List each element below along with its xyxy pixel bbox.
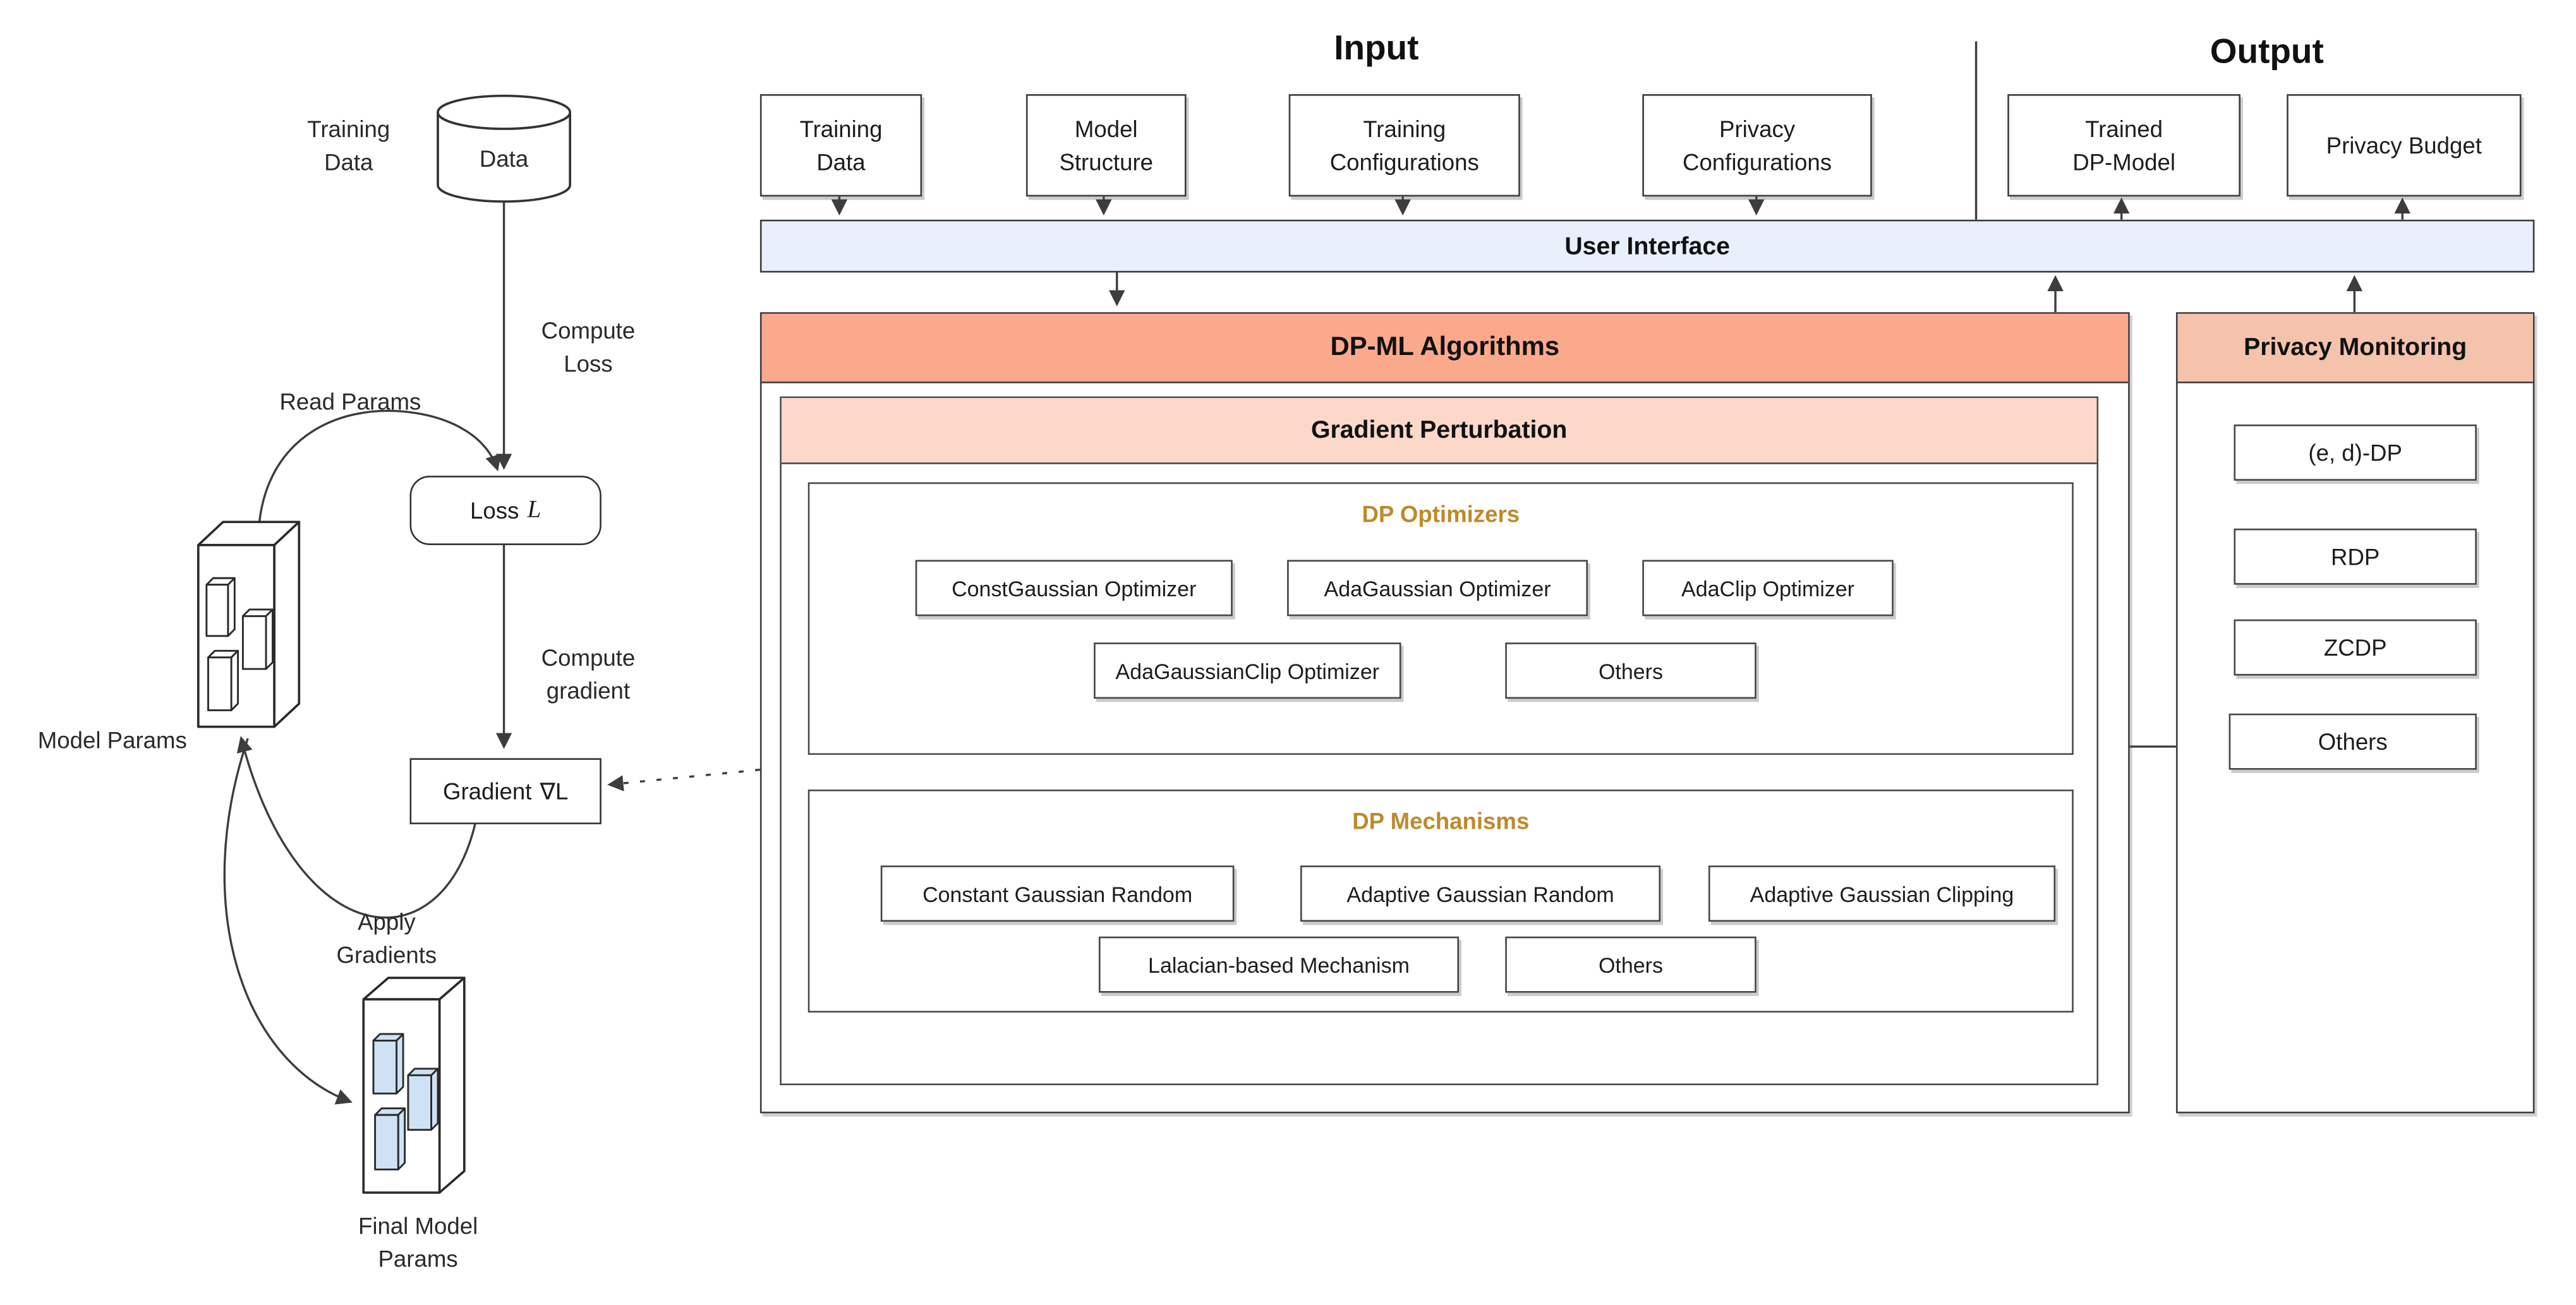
gradient-box-label: Gradient bbox=[442, 778, 532, 805]
input-box-training-data: Training Data bbox=[759, 94, 922, 197]
apply-gradients-label: Apply Gradients bbox=[336, 908, 437, 968]
optimizer-adagaussian: AdaGaussian Optimizer bbox=[1287, 560, 1588, 616]
training-data-label: Training Data bbox=[307, 116, 390, 176]
data-cylinder bbox=[437, 94, 572, 203]
data-cylinder-label: Data bbox=[479, 145, 529, 172]
mechanism-others: Others bbox=[1505, 936, 1757, 993]
arrow-params-to-final-curve bbox=[223, 738, 353, 1105]
output-title: Output bbox=[2210, 33, 2324, 71]
input-box-training-configurations: Training Configurations bbox=[1288, 94, 1520, 197]
final-model-params-label: Final Model Params bbox=[358, 1212, 478, 1272]
optimizer-adagaussianclip: AdaGaussianClip Optimizer bbox=[1094, 642, 1401, 699]
read-params-label: Read Params bbox=[279, 388, 421, 415]
compute-gradient-label: Compute gradient bbox=[541, 644, 636, 704]
dp-optimizers-title: DP Optimizers bbox=[1362, 500, 1520, 527]
output-box-privacy-budget: Privacy Budget bbox=[2287, 94, 2522, 197]
user-interface-label: User Interface bbox=[1564, 232, 1730, 260]
gradient-perturbation-header: Gradient Perturbation bbox=[781, 398, 2097, 464]
input-box-model-structure: Model Structure bbox=[1025, 94, 1187, 197]
input-title: Input bbox=[1334, 30, 1419, 68]
optimizer-constgaussian: ConstGaussian Optimizer bbox=[915, 560, 1233, 616]
output-box-trained-dp-model: Trained DP-Model bbox=[2007, 94, 2240, 197]
loss-box: Loss L bbox=[409, 476, 602, 545]
gradient-box: Gradient ∇L bbox=[409, 758, 602, 824]
pm-item-ed-dp: (e, d)-DP bbox=[2234, 424, 2477, 481]
compute-loss-label: Compute Loss bbox=[541, 317, 636, 377]
loss-symbol: L bbox=[527, 496, 541, 523]
arrow-read-params-curve bbox=[258, 409, 501, 522]
mechanism-adaptive-gaussian-random: Adaptive Gaussian Random bbox=[1300, 865, 1661, 922]
mechanism-lalacian-based: Lalacian-based Mechanism bbox=[1098, 936, 1460, 993]
optimizer-others: Others bbox=[1505, 642, 1757, 699]
user-interface-bar: User Interface bbox=[759, 219, 2535, 273]
dp-optimizers-box: DP Optimizers bbox=[807, 482, 2074, 755]
gradient-symbol: ∇L bbox=[540, 777, 569, 804]
input-box-privacy-configurations: Privacy Configurations bbox=[1642, 94, 1872, 197]
mechanism-constant-gaussian: Constant Gaussian Random bbox=[880, 865, 1235, 922]
pm-item-others: Others bbox=[2228, 713, 2477, 770]
model-params-block bbox=[197, 520, 301, 728]
pm-item-zcdp: ZCDP bbox=[2234, 619, 2477, 676]
optimizer-adaclip: AdaClip Optimizer bbox=[1642, 560, 1894, 616]
dp-mechanisms-title: DP Mechanisms bbox=[1352, 807, 1530, 834]
loss-box-label: Loss bbox=[470, 497, 519, 524]
privacy-monitoring-header: Privacy Monitoring bbox=[2177, 313, 2533, 383]
pm-item-rdp: RDP bbox=[2234, 528, 2477, 585]
dp-ml-algorithms-header: DP-ML Algorithms bbox=[761, 313, 2129, 383]
final-model-params-block bbox=[362, 977, 466, 1194]
model-params-label: Model Params bbox=[37, 726, 187, 754]
mechanism-adaptive-gaussian-clipping: Adaptive Gaussian Clipping bbox=[1708, 865, 2056, 922]
arrow-apply-gradients-curve bbox=[236, 736, 477, 919]
arrow-dotted-dpml-to-gradient bbox=[607, 768, 761, 791]
